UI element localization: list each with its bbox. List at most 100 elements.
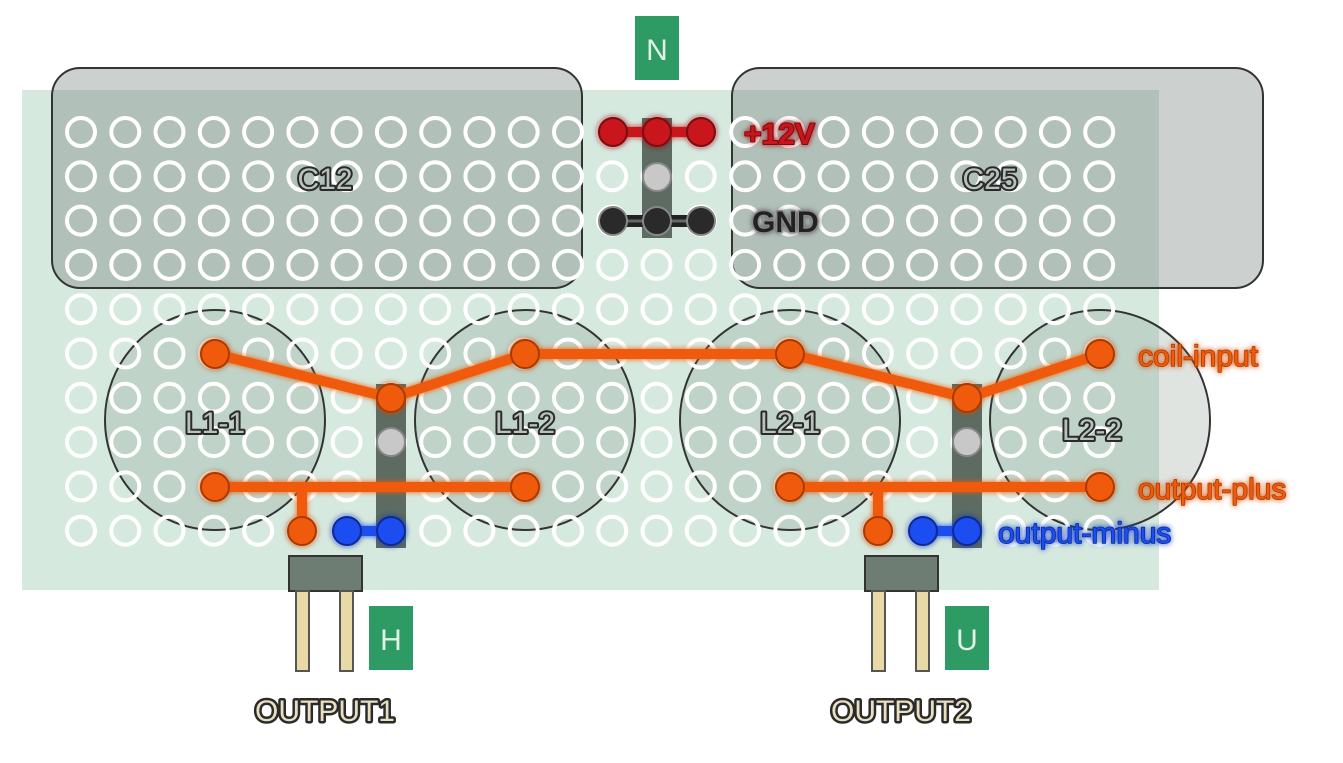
label-c12: C12 [297,163,352,196]
hole [1083,426,1116,459]
tag-top-text: N [646,34,668,67]
hole [773,248,806,281]
hole [197,514,230,547]
hole [994,514,1027,547]
hole [994,293,1027,326]
hole [1083,514,1116,547]
hole [153,514,186,547]
hole [109,426,142,459]
hole [950,248,983,281]
hole [1083,293,1116,326]
hole [950,160,983,193]
hole [817,204,850,237]
hole [65,381,97,414]
hole [109,514,142,547]
wire-output-minus-2 [908,516,982,546]
hole [507,426,540,459]
hole [596,514,629,547]
pad-top-mid [642,162,672,192]
hole [197,381,230,414]
tag-output1-text: H [380,624,402,657]
hole [507,116,540,148]
hole [330,116,363,148]
hole [1038,248,1071,281]
hole [861,337,894,370]
hole [507,293,540,326]
hole [65,470,97,503]
hole [684,470,717,503]
hole [242,248,275,281]
hole [197,293,230,326]
hole [906,116,939,148]
hole [153,426,186,459]
hole [640,470,673,503]
hole [463,514,496,547]
hole [729,160,762,193]
hole [419,160,452,193]
hole [950,204,983,237]
label-output-minus: output-minus [998,517,1171,550]
hole [950,337,983,370]
hole [1083,116,1116,148]
hole [994,426,1027,459]
hole [640,514,673,547]
hole [1038,381,1071,414]
hole [596,248,629,281]
connector-output1 [288,555,363,672]
hole [729,470,762,503]
hole [994,204,1027,237]
hole [906,293,939,326]
hole [817,248,850,281]
hole [861,381,894,414]
hole [817,116,850,148]
hole [242,116,275,148]
hole [153,337,186,370]
hole [286,204,319,237]
hole [463,426,496,459]
hole [684,381,717,414]
tag-output1: H [369,606,413,670]
hole [861,160,894,193]
hole [950,116,983,148]
hole [817,293,850,326]
hole [242,293,275,326]
hole [153,381,186,414]
wire-plus12v [598,117,716,147]
hole [684,426,717,459]
hole [286,248,319,281]
hole [109,160,142,193]
wire-gnd [598,206,716,236]
hole [773,204,806,237]
hole [463,293,496,326]
label-output-plus: output-plus [1138,473,1286,506]
hole [994,248,1027,281]
hole [552,426,584,459]
hole [242,514,275,547]
hole [596,381,629,414]
hole [950,293,983,326]
label-output2: OUTPUT2 [831,695,971,728]
hole [153,248,186,281]
hole [374,248,407,281]
hole [330,293,363,326]
hole [330,160,363,193]
hole [994,160,1027,193]
hole [1038,293,1071,326]
hole [1083,204,1116,237]
hole [242,426,275,459]
hole-grid [65,116,1116,547]
hole [374,337,407,370]
hole [463,116,496,148]
hole [153,160,186,193]
hole [374,204,407,237]
hole [419,514,452,547]
hole [330,248,363,281]
hole [242,160,275,193]
hole [773,426,806,459]
hole [596,293,629,326]
hole [861,116,894,148]
hole [640,426,673,459]
hole [65,116,97,148]
hole [65,293,97,326]
